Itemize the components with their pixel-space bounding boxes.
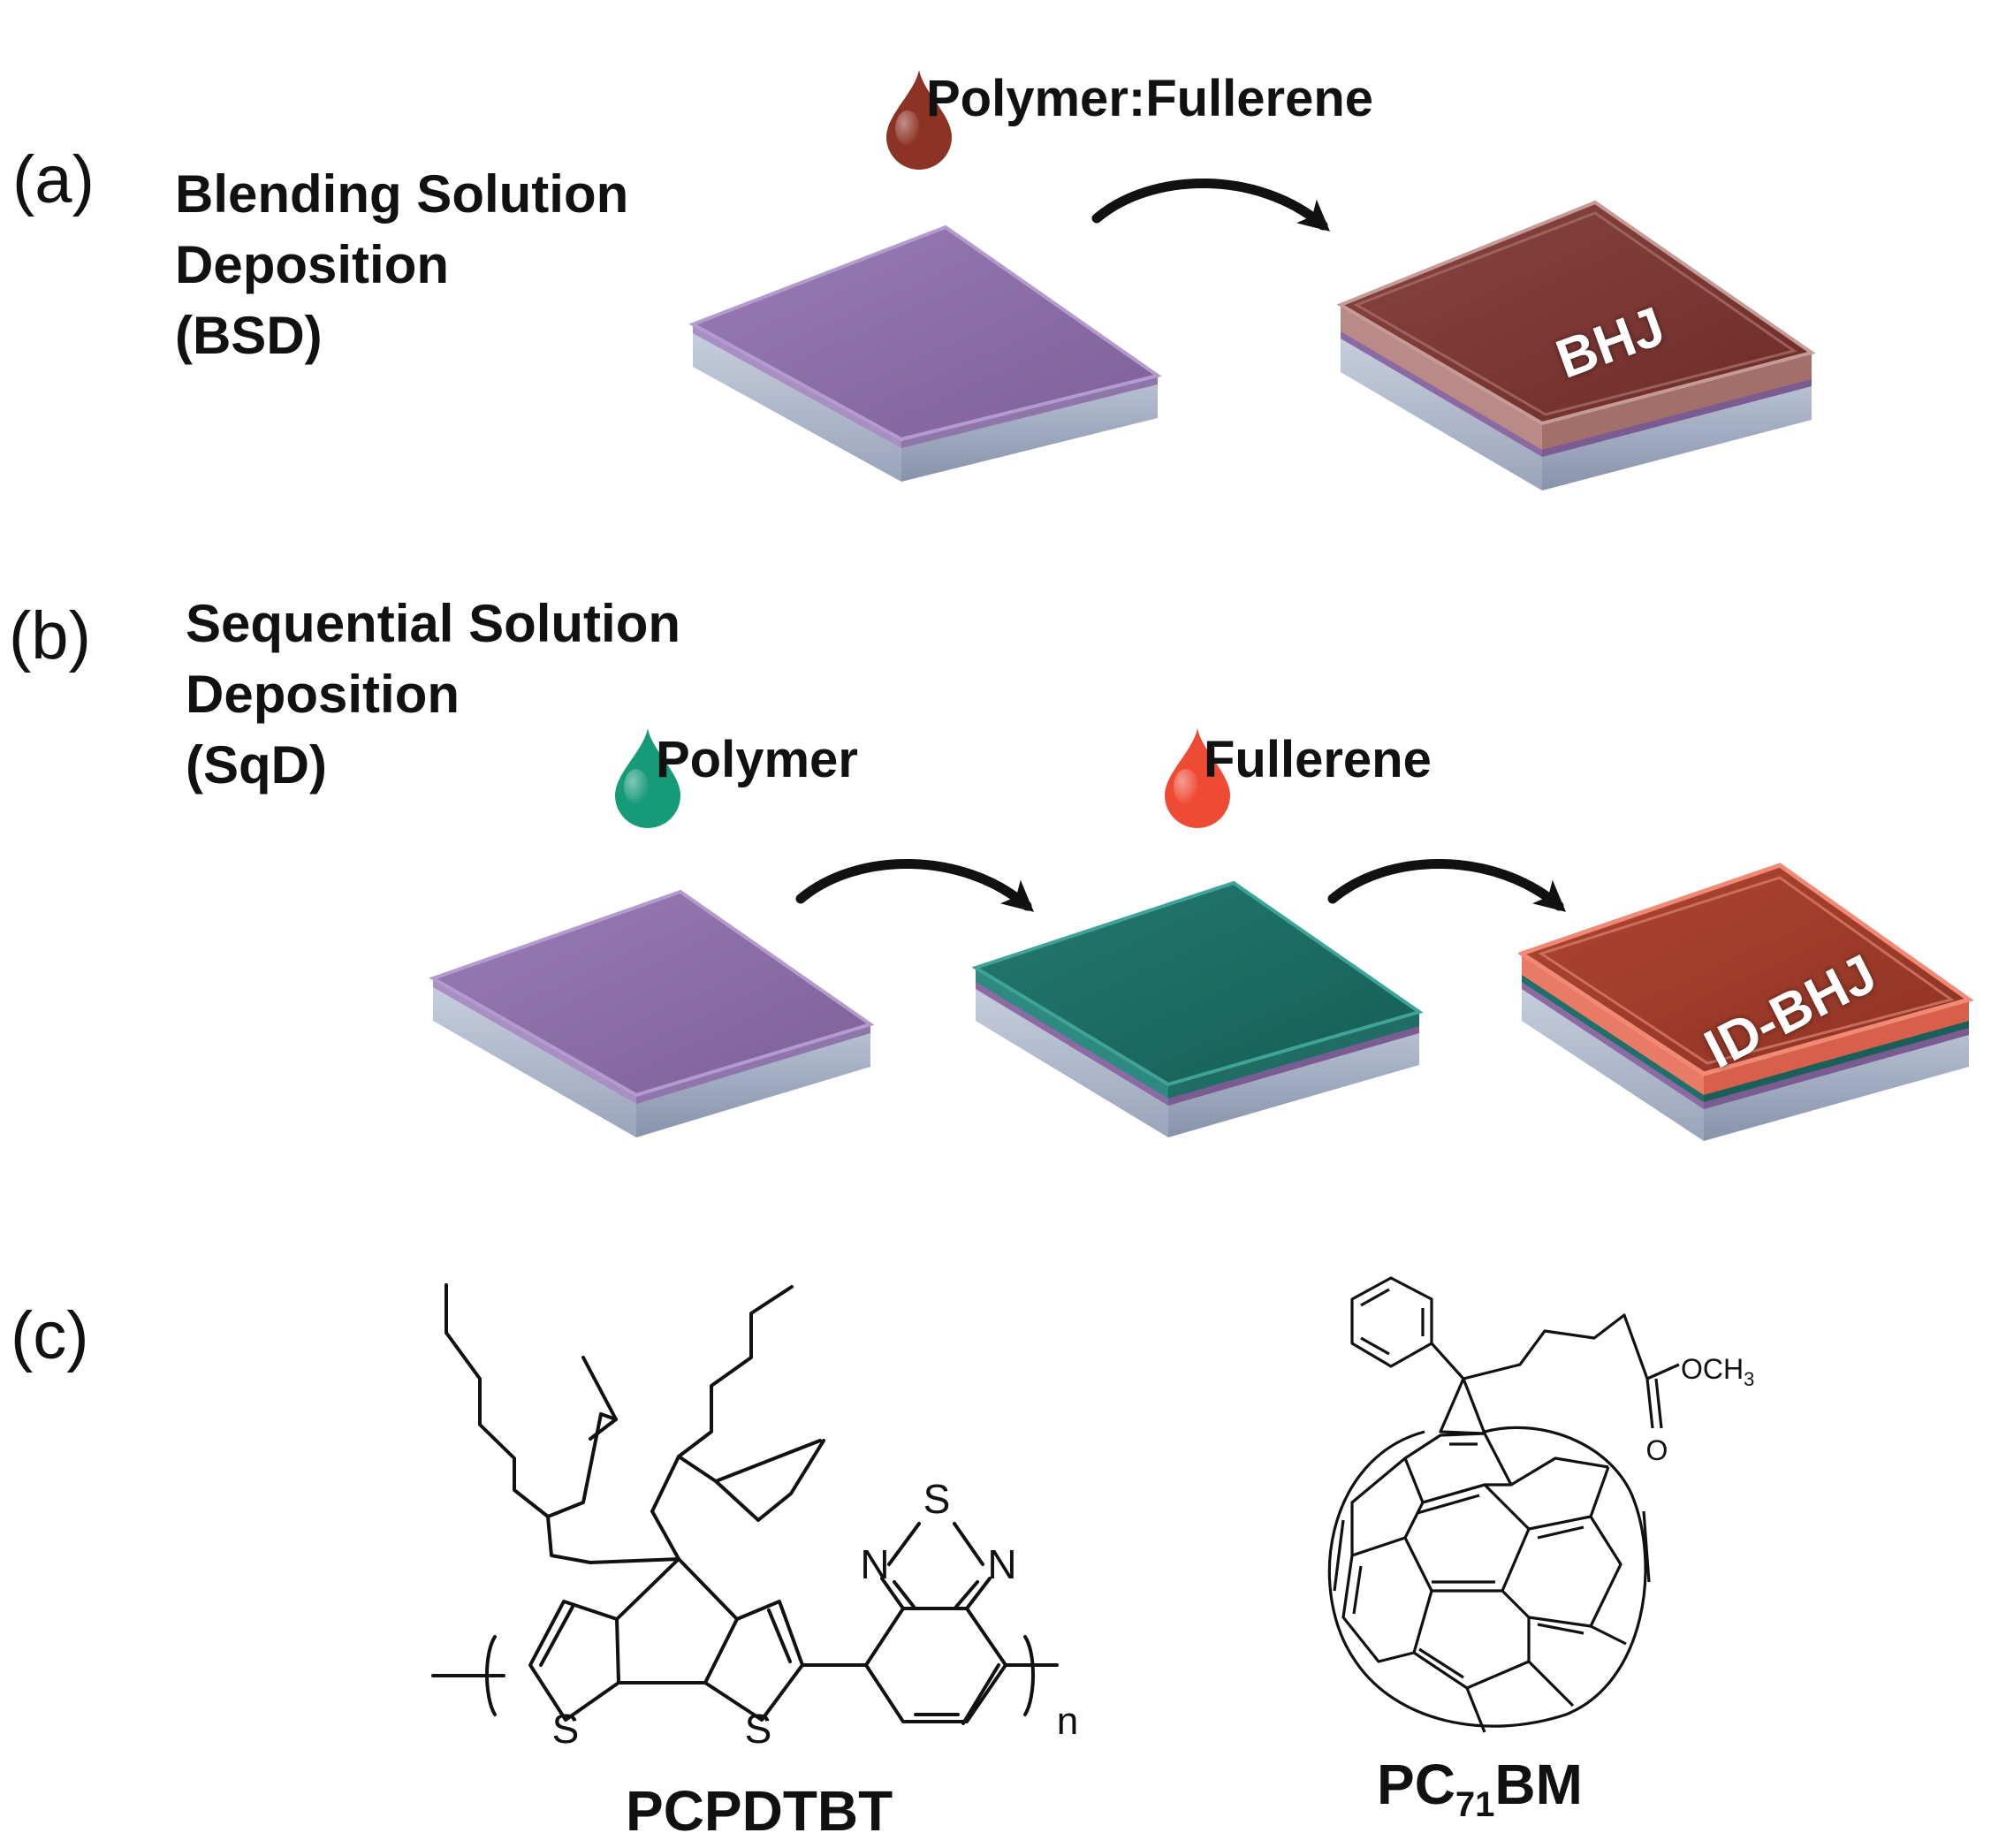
- pc71bm-subscript: 71: [1455, 1784, 1495, 1824]
- nitrogen-atom: N: [987, 1541, 1016, 1587]
- method-line: Sequential Solution: [186, 594, 681, 653]
- pc71bm-suffix: BM: [1494, 1753, 1583, 1816]
- pc71bm-prefix: PC: [1377, 1753, 1455, 1816]
- substrate-slab: [688, 225, 1162, 482]
- chemical-structure: OCH3 O: [1327, 1276, 1754, 1733]
- polymer-label: Polymer: [656, 731, 858, 788]
- chemical-structure: S S S N N n: [431, 1283, 1078, 1752]
- bhj-slab: [1336, 200, 1816, 491]
- polymer-fullerene-label: Polymer:Fullerene: [926, 70, 1374, 127]
- polymer-slab: [972, 880, 1424, 1137]
- bsd-method-title: Blending Solution Deposition (BSD): [175, 159, 628, 371]
- repeat-unit-n: n: [1057, 1700, 1078, 1743]
- panel-c-label: (c): [11, 1298, 89, 1373]
- curved-arrow-icon: [1091, 179, 1331, 232]
- method-line: (BSD): [175, 306, 323, 365]
- sulfur-atom: S: [745, 1706, 772, 1752]
- substrate-slab: [429, 889, 875, 1137]
- ester-group: OCH3: [1681, 1353, 1754, 1390]
- sulfur-atom: S: [923, 1476, 951, 1522]
- sulfur-atom: S: [552, 1706, 580, 1752]
- fullerene-label: Fullerene: [1204, 731, 1432, 788]
- droplet-icon: [886, 70, 952, 170]
- pcpdtbt-label: PCPDTBT: [626, 1779, 893, 1843]
- panel-a-label: (a): [12, 142, 95, 217]
- id-bhj-slab: [1518, 863, 1974, 1141]
- pc71bm-label: PC71BM: [1377, 1752, 1583, 1825]
- droplet-icon: [1165, 728, 1230, 828]
- method-line: Deposition: [186, 665, 460, 724]
- nitrogen-atom: N: [860, 1541, 889, 1587]
- sqd-method-title: Sequential Solution Deposition (SqD): [186, 589, 680, 801]
- panel-b-label: (b): [9, 598, 91, 673]
- method-line: (SqD): [186, 735, 327, 795]
- method-line: Blending Solution: [175, 164, 629, 224]
- curved-arrow-icon: [795, 859, 1035, 912]
- curved-arrow-icon: [1327, 859, 1567, 912]
- oxygen-atom: O: [1646, 1434, 1668, 1466]
- droplet-icon: [615, 728, 680, 828]
- method-line: Deposition: [175, 235, 449, 294]
